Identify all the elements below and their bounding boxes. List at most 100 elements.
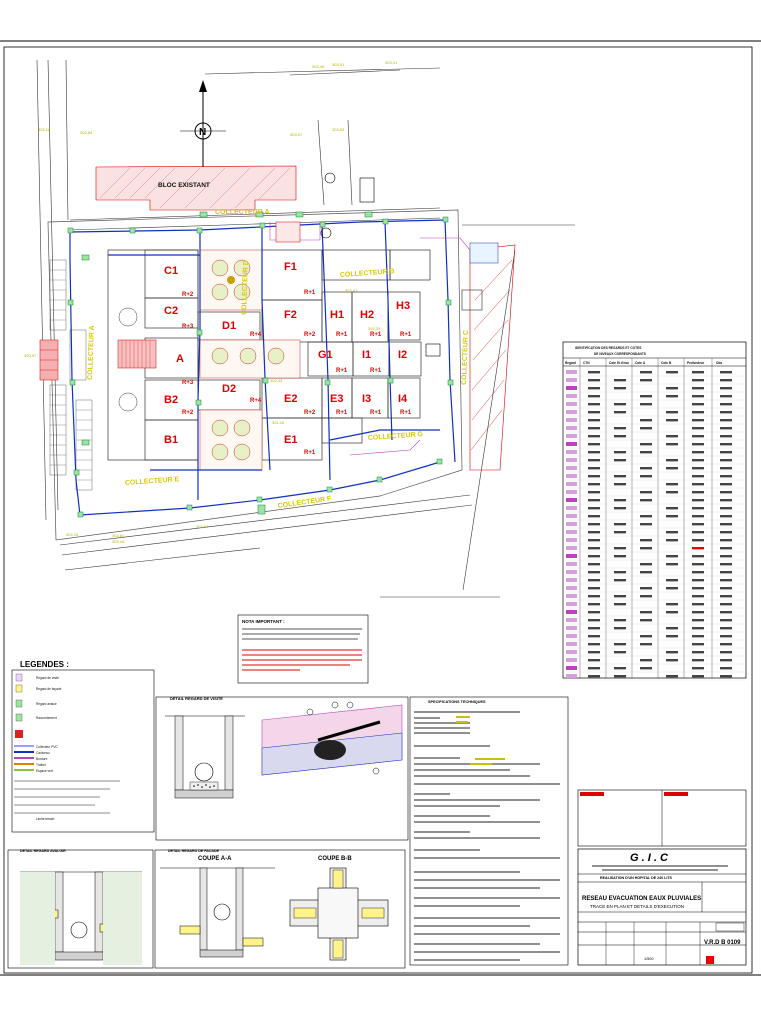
table-cell-mark xyxy=(720,427,732,430)
collector-label: COLLECTEUR F xyxy=(277,495,332,510)
table-cell-mark xyxy=(614,555,626,558)
table-cell-mark xyxy=(640,523,652,526)
table-cell-mark xyxy=(588,523,600,526)
table-cell-mark xyxy=(588,555,600,558)
table-row-marker xyxy=(566,666,577,670)
table-cell-mark xyxy=(614,379,626,382)
table-cell-mark xyxy=(692,611,704,614)
elevation-label: 302,47 xyxy=(345,288,358,293)
table-cell-mark xyxy=(720,587,732,590)
table-cell-mark xyxy=(720,547,732,550)
table-cell-mark xyxy=(640,451,652,454)
table-cell-mark xyxy=(588,419,600,422)
table-cell-mark xyxy=(692,539,704,542)
table-cell-mark xyxy=(720,443,732,446)
legend-item: Trottoir xyxy=(36,763,47,767)
table-cell-mark xyxy=(692,427,704,430)
table-row-marker xyxy=(566,426,577,430)
table-cell-mark xyxy=(692,475,704,478)
table-cell-mark xyxy=(720,603,732,606)
table-cell-mark xyxy=(692,443,704,446)
table-cell-mark xyxy=(614,523,626,526)
table-cell-mark xyxy=(614,411,626,414)
table-cell-mark xyxy=(720,467,732,470)
table-row-marker xyxy=(566,466,577,470)
table-cell-mark xyxy=(720,595,732,598)
scale: 1/500 xyxy=(644,957,654,961)
table-row-marker xyxy=(566,562,577,566)
table-cell-mark xyxy=(588,371,600,374)
courtyard-2 xyxy=(199,339,301,379)
table-cell-mark xyxy=(666,563,678,566)
table-row-marker xyxy=(566,434,577,438)
table-cell-mark xyxy=(588,515,600,518)
table-cell-mark xyxy=(588,467,600,470)
table-cell-mark xyxy=(720,675,732,678)
legend: LEGENDES : Regard de visite Regard de fa… xyxy=(11,660,155,833)
specifications-block: SPECIFICATIONS TECHNIQUES xyxy=(409,696,569,966)
table-subtitle: DE NIVEAUX CORRESPONDANTS xyxy=(594,352,646,356)
detail-title: DETAIL REGARD DE VISITE xyxy=(170,696,223,701)
table-cell-mark xyxy=(588,603,600,606)
table-cell-mark xyxy=(720,483,732,486)
table-cell-mark xyxy=(666,611,678,614)
table-cell-mark xyxy=(666,579,678,582)
table-cell-mark xyxy=(720,523,732,526)
table-row-marker xyxy=(566,450,577,454)
table-cell-mark xyxy=(720,451,732,454)
table-header-cell: Cote fil d'eau xyxy=(609,361,629,365)
building-label: B1 xyxy=(164,434,178,446)
table-cell-mark xyxy=(666,515,678,518)
table-cell-mark xyxy=(588,499,600,502)
table-row-marker xyxy=(566,514,577,518)
table-cell-mark xyxy=(692,571,704,574)
table-cell-mark xyxy=(692,579,704,582)
table-cell-mark xyxy=(720,611,732,614)
table-cell-mark xyxy=(640,395,652,398)
table-cell-mark xyxy=(692,387,704,390)
table-cell-mark xyxy=(640,403,652,406)
table-cell-mark xyxy=(692,467,704,470)
table-cell-mark xyxy=(692,459,704,462)
courtyard-1 xyxy=(199,249,263,311)
table-cell-mark xyxy=(666,371,678,374)
table-cell-mark xyxy=(720,571,732,574)
building-label: D2 xyxy=(222,383,236,395)
table-row-marker xyxy=(566,530,577,534)
table-row-marker xyxy=(566,554,577,558)
table-cell-mark xyxy=(720,507,732,510)
drawing-number: V.R.D B 0109 xyxy=(704,940,741,946)
table-cell-mark xyxy=(720,395,732,398)
table-header-cell: Cote B xyxy=(661,361,672,365)
table-row-marker xyxy=(566,490,577,494)
table-cell-mark xyxy=(720,419,732,422)
table-cell-mark xyxy=(588,507,600,510)
legend-item: Bordure xyxy=(36,757,48,761)
elevation-label: 302,43 xyxy=(270,378,283,383)
table-cell-mark xyxy=(614,651,626,654)
table-header-cell: Regard xyxy=(565,361,576,365)
table-cell-mark xyxy=(588,611,600,614)
table-cell-mark xyxy=(720,371,732,374)
table-cell-mark xyxy=(720,379,732,382)
table-cell-mark xyxy=(588,451,600,454)
table-row-marker xyxy=(566,674,577,678)
table-cell-mark xyxy=(692,627,704,630)
table-cell-mark xyxy=(614,403,626,406)
table-cell-mark xyxy=(614,547,626,550)
building-label: C2 xyxy=(164,305,178,317)
table-cell-mark xyxy=(588,475,600,478)
building-label: E2 xyxy=(284,393,297,405)
table-cell-mark xyxy=(692,419,704,422)
level-label: R+1 xyxy=(400,332,412,338)
table-cell-mark xyxy=(588,483,600,486)
table-cell-mark xyxy=(720,555,732,558)
table-cell-mark xyxy=(614,619,626,622)
table-cell-mark xyxy=(640,595,652,598)
table-cell-mark xyxy=(666,555,678,558)
north-arrow-icon: N xyxy=(180,80,226,167)
table-row-marker xyxy=(566,410,577,414)
table-row-marker xyxy=(566,482,577,486)
table-cell-mark xyxy=(720,491,732,494)
